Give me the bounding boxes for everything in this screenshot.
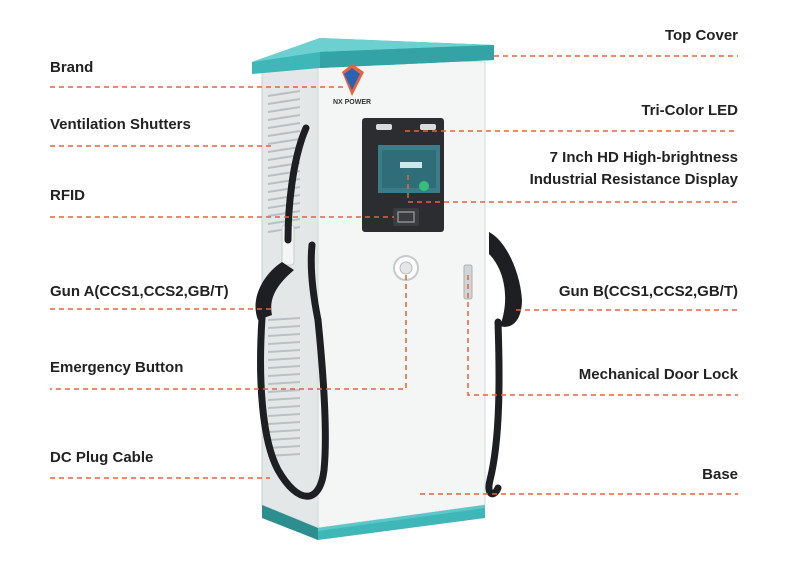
label-base: Base — [702, 466, 738, 483]
label-display-line1: 7 Inch HD High-brightness — [549, 149, 738, 166]
label-ventilation-shutters: Ventilation Shutters — [50, 116, 191, 133]
label-mechanical-door-lock: Mechanical Door Lock — [578, 366, 738, 383]
leader-display — [407, 175, 738, 203]
label-gun-a: Gun A(CCS1,CCS2,GB/T) — [50, 283, 229, 300]
tri-color-led-left — [376, 124, 392, 130]
mechanical-door-lock — [463, 264, 473, 300]
brand-logo-text: NX POWER — [333, 99, 371, 106]
dc-plug-cable — [257, 124, 329, 500]
screen-status-icon — [419, 181, 429, 191]
brand-logo: NX POWER — [333, 64, 371, 106]
leader-lines — [50, 55, 738, 495]
label-tri-color-led: Tri-Color LED — [641, 102, 738, 119]
label-dc-plug-cable: DC Plug Cable — [50, 449, 154, 466]
leader-emergency-button — [50, 275, 407, 390]
top-cover — [252, 38, 494, 74]
gun-b — [485, 232, 522, 498]
gun-b-handle — [489, 232, 522, 327]
label-rfid: RFID — [50, 187, 85, 204]
label-display-line2: Industrial Resistance Display — [529, 171, 738, 188]
rfid-reader — [393, 208, 419, 226]
tri-color-led-right — [420, 124, 436, 130]
label-emergency-button: Emergency Button — [50, 359, 184, 376]
gun-b-cable — [485, 318, 503, 498]
charger-illustration: NX POWER — [252, 38, 522, 540]
label-top-cover: Top Cover — [664, 27, 738, 44]
display-panel — [362, 118, 444, 232]
emergency-button — [393, 255, 419, 281]
label-brand: Brand — [50, 59, 94, 76]
charger-base — [262, 505, 485, 540]
gun-a-handle — [255, 262, 294, 320]
leader-mechanical-door-lock — [467, 275, 738, 396]
label-gun-b: Gun B(CCS1,CCS2,GB/T) — [558, 283, 738, 300]
